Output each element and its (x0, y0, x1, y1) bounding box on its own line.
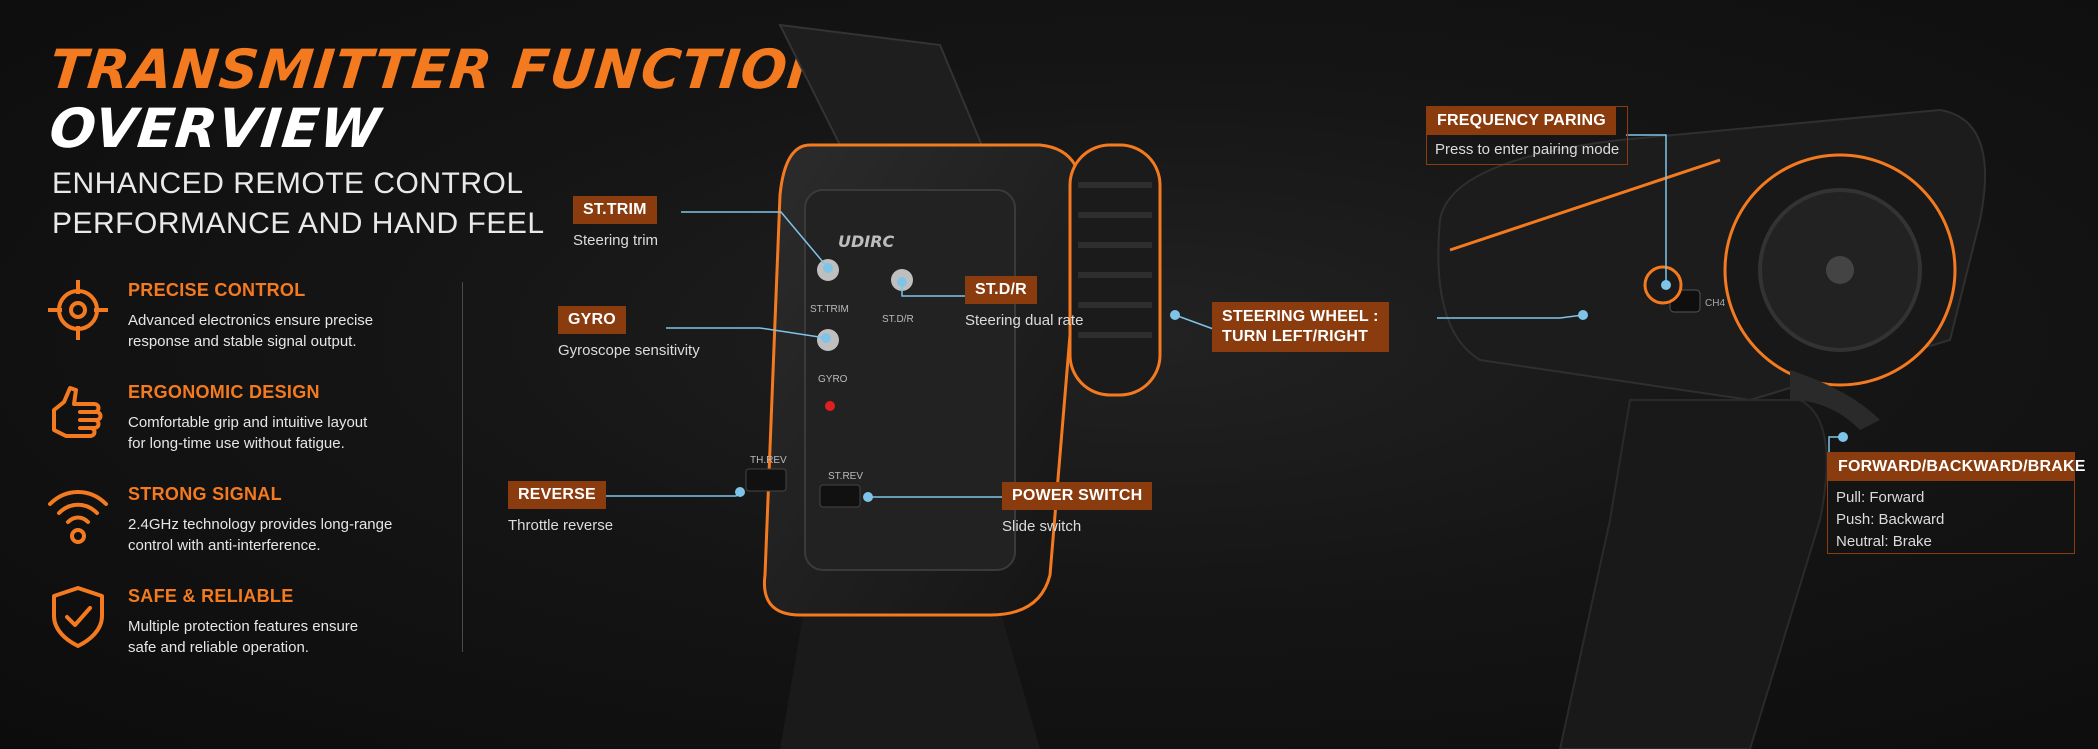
callout-title: STEERING WHEEL : TURN LEFT/RIGHT (1212, 302, 1389, 352)
feature-desc-line: safe and reliable operation. (128, 639, 309, 656)
callout-title: ST.D/R (965, 276, 1037, 304)
callout-title: ST.TRIM (573, 196, 657, 224)
gyro-label: GYRO (818, 374, 848, 385)
feature-desc-line: Multiple protection features ensure (128, 618, 359, 635)
st-dr-label: ST.D/R (882, 314, 914, 325)
callout-title-line: STEERING WHEEL : (1222, 308, 1379, 325)
page-subtitle: ENHANCED REMOTE CONTROL PERFORMANCE AND … (52, 164, 572, 244)
transmitter-side-view: CH4 (1437, 108, 1986, 749)
th-rev-switch[interactable] (745, 468, 787, 492)
wheel-grip-ridges (1078, 182, 1152, 338)
wheel-center (1826, 256, 1854, 284)
feature-item-safe-reliable: SAFE & RELIABLE Multiple protection feat… (40, 578, 450, 680)
feature-description: Multiple protection features ensure safe… (128, 616, 448, 658)
feature-desc-line: Advanced electronics ensure precise (128, 312, 374, 329)
callout-frequency-pairing: FREQUENCY PARING Press to enter pairing … (1426, 106, 1628, 165)
th-rev-label: TH.REV (750, 455, 787, 466)
wifi-signal-icon (48, 490, 108, 544)
callout-forward-backward-brake: FORWARD/BACKWARD/BRAKE Pull: Forward Pus… (1827, 452, 2085, 554)
st-trim-label: ST.TRIM (810, 304, 849, 315)
feature-description: 2.4GHz technology provides long-range co… (128, 514, 448, 556)
feature-title: STRONG SIGNAL (128, 484, 282, 504)
feature-title: SAFE & RELIABLE (128, 586, 294, 606)
callout-title: POWER SWITCH (1002, 482, 1153, 510)
callout-title-line: TURN LEFT/RIGHT (1222, 328, 1369, 345)
target-icon (48, 280, 108, 340)
callout-steering-wheel: STEERING WHEEL : TURN LEFT/RIGHT (1212, 302, 1389, 352)
ch4-label: CH4 (1705, 298, 1725, 309)
feature-title: PRECISE CONTROL (128, 280, 306, 300)
feature-description: Advanced electronics ensure precise resp… (128, 310, 448, 352)
callout-description: Slide switch (1002, 518, 1082, 535)
callout-gyro: GYRO Gyroscope sensitivity (558, 306, 700, 359)
subtitle-line2: PERFORMANCE AND HAND FEEL (52, 207, 545, 240)
feature-item-ergonomic-design: ERGONOMIC DESIGN Comfortable grip and in… (40, 374, 450, 476)
callout-desc-line: Push: Backward (1836, 511, 1945, 528)
callout-title: FREQUENCY PARING (1427, 107, 1616, 135)
callout-description: Throttle reverse (508, 517, 614, 534)
pistol-grip (1558, 399, 1828, 749)
subtitle-line1: ENHANCED REMOTE CONTROL (52, 167, 524, 200)
st-rev-label: ST.REV (828, 471, 863, 482)
feature-item-precise-control: PRECISE CONTROL Advanced electronics ens… (40, 272, 450, 374)
callout-title: FORWARD/BACKWARD/BRAKE (1828, 453, 2085, 481)
brand-logo: UDIRC (838, 232, 895, 251)
feature-desc-line: Comfortable grip and intuitive layout (128, 414, 368, 431)
callout-description: Pull: Forward Push: Backward Neutral: Br… (1836, 487, 2066, 553)
callout-desc-line: Neutral: Brake (1836, 533, 1932, 550)
callout-title: GYRO (558, 306, 626, 334)
callout-title: REVERSE (508, 481, 606, 509)
feature-title: ERGONOMIC DESIGN (128, 382, 320, 402)
control-panel (804, 189, 1016, 571)
callout-st-dr: ST.D/R Steering dual rate (965, 276, 1083, 329)
callout-st-trim: ST.TRIM Steering trim (573, 196, 658, 249)
callout-desc-line: Pull: Forward (1836, 489, 1925, 506)
feature-desc-line: 2.4GHz technology provides long-range (128, 516, 393, 533)
throttle-trigger[interactable] (1790, 370, 1880, 430)
feature-list: PRECISE CONTROL Advanced electronics ens… (40, 272, 450, 680)
feature-desc-line: control with anti-interference. (128, 537, 321, 554)
grip (780, 575, 1040, 749)
callout-reverse: REVERSE Throttle reverse (508, 481, 613, 534)
callout-description: Steering trim (573, 232, 659, 249)
callout-description: Gyroscope sensitivity (558, 342, 700, 359)
shield-check-icon (52, 586, 104, 648)
callout-description: Steering dual rate (965, 312, 1084, 329)
feature-desc-line: for long-time use without fatigue. (128, 435, 345, 452)
callout-power-switch: POWER SWITCH Slide switch (1002, 482, 1153, 535)
feature-item-strong-signal: STRONG SIGNAL 2.4GHz technology provides… (40, 476, 450, 578)
hand-grip-icon (52, 386, 103, 438)
callout-description: Press to enter pairing mode (1435, 141, 1620, 158)
feature-desc-line: response and stable signal output. (128, 333, 357, 350)
status-led (825, 401, 835, 411)
power-switch[interactable] (819, 484, 861, 508)
accent-stripe (1449, 158, 1721, 252)
feature-description: Comfortable grip and intuitive layout fo… (128, 412, 448, 454)
section-divider (462, 282, 463, 652)
